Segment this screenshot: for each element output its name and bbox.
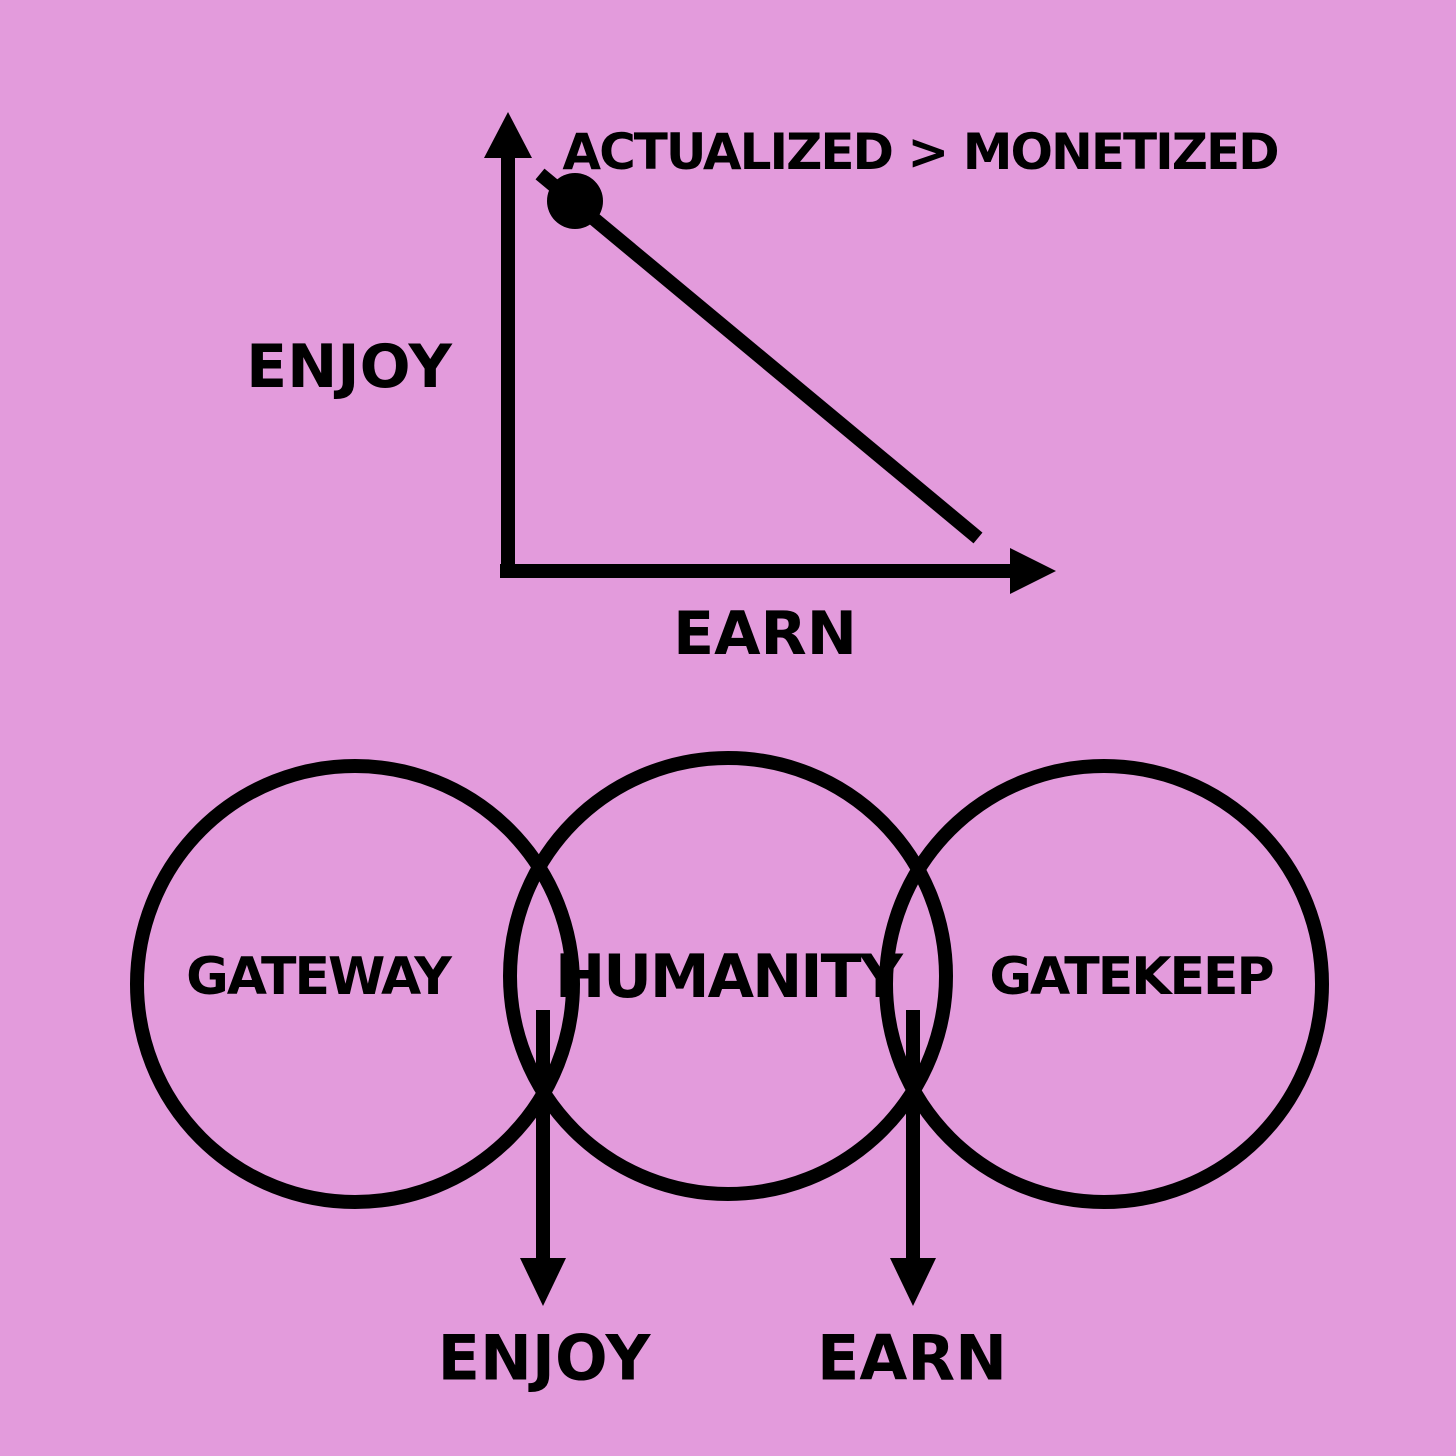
x-axis-arrowhead	[1010, 548, 1056, 594]
venn-diagram: GATEWAY HUMANITY GATEKEEP ENJOY EARN	[130, 751, 1329, 1395]
top-graph: ACTUALIZED > MONETIZED ENJOY EARN	[246, 112, 1280, 669]
y-axis-label: ENJOY	[246, 332, 453, 402]
venn-circle-humanity	[503, 751, 953, 1201]
output-arrow-enjoy-head	[520, 1258, 566, 1306]
trend-line	[535, 168, 983, 544]
output-arrow-earn-head	[890, 1258, 936, 1306]
output-label-earn: EARN	[817, 1322, 1007, 1395]
point-label: ACTUALIZED > MONETIZED	[562, 123, 1277, 181]
x-axis-label: EARN	[673, 599, 857, 669]
venn-label-humanity: HUMANITY	[555, 942, 905, 1012]
output-label-enjoy: ENJOY	[438, 1322, 652, 1395]
trend-point	[547, 173, 603, 229]
venn-label-gatekeep: GATEKEEP	[989, 947, 1272, 1007]
venn-circle-gateway	[130, 759, 580, 1209]
venn-label-gateway: GATEWAY	[186, 947, 453, 1007]
venn-circle-gatekeep	[879, 759, 1329, 1209]
y-axis-arrowhead	[484, 112, 532, 158]
